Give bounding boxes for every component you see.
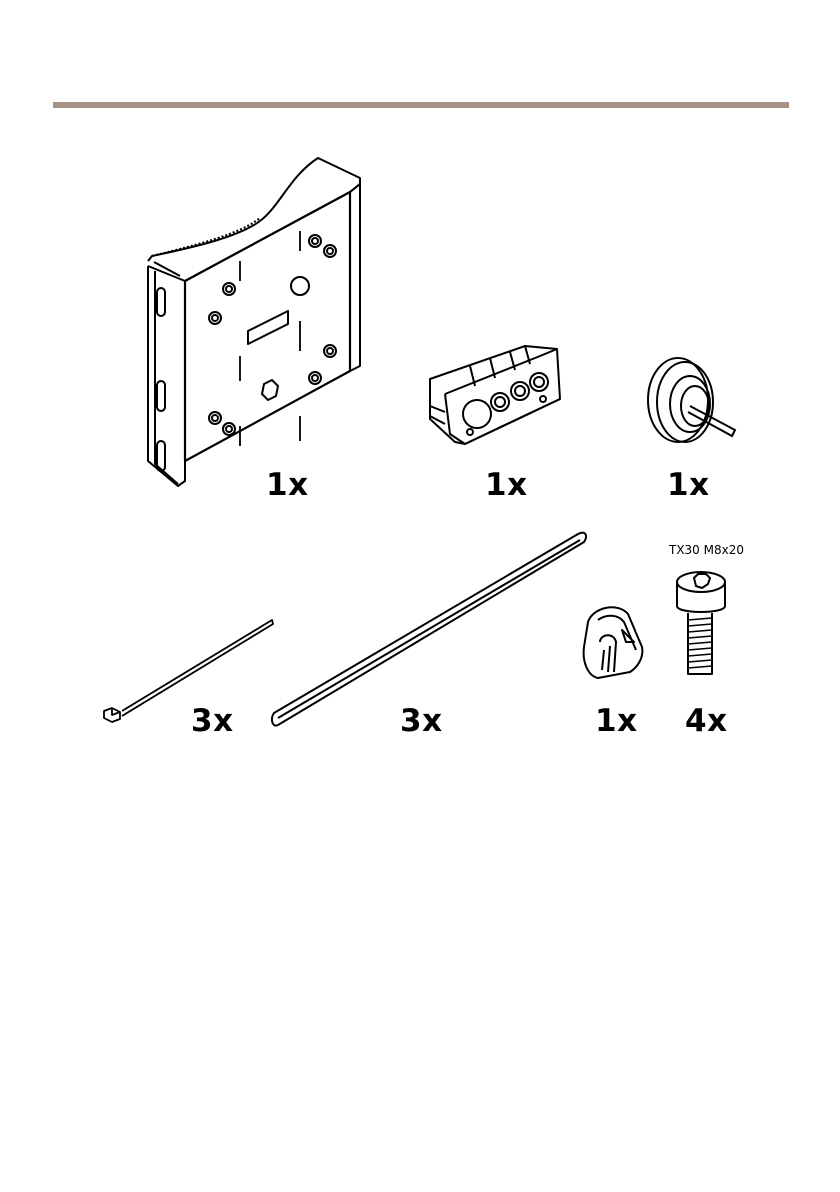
quantity-label: 1x [667, 470, 710, 501]
header-rule [53, 102, 789, 108]
strap-clamp-icon [578, 602, 648, 682]
pole-mount-bracket-icon [140, 156, 370, 496]
quantity-label: 3x [400, 706, 443, 737]
cable-tie-icon [100, 618, 280, 723]
quantity-label: 1x [595, 706, 638, 737]
quantity-label: 1x [485, 470, 528, 501]
screw-spec-label: TX30 M8x20 [669, 544, 744, 556]
cable-gasket-icon [425, 334, 565, 464]
quantity-label: 4x [685, 706, 728, 737]
plug-icon [640, 348, 745, 448]
quantity-label: 3x [191, 706, 234, 737]
steel-strap-icon [268, 530, 590, 730]
quantity-label: 1x [266, 470, 309, 501]
screw-icon [668, 568, 738, 680]
